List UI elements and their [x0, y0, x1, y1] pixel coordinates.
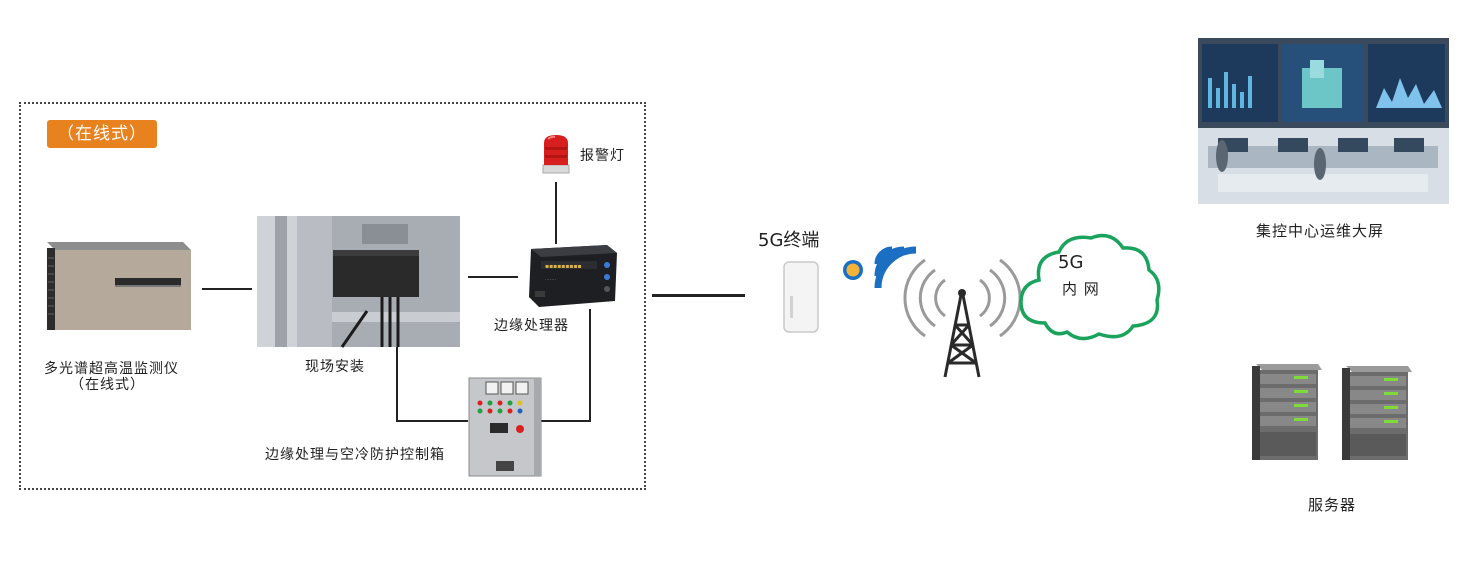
connector-line: [652, 294, 745, 297]
edge-processor-image: ▪▪▪▪▪▪▪▪▪ ·······: [529, 245, 617, 307]
monitor-label: 多光谱超高温监测仪: [44, 361, 179, 377]
installation-photo: [257, 216, 460, 348]
server-label: 服务器: [1308, 496, 1357, 514]
5g-router-icon: [783, 261, 819, 333]
monitor-label-sub: （在线式）: [70, 377, 145, 393]
server-icon: [1252, 364, 1322, 460]
control-box-image: [468, 377, 542, 477]
svg-text:▪▪▪▪▪▪▪▪▪: ▪▪▪▪▪▪▪▪▪: [545, 263, 582, 270]
connector-line: [396, 420, 468, 422]
online-system-boundary: [19, 102, 646, 490]
edge-processor-label: 边缘处理器: [494, 318, 569, 334]
control-center-label: 集控中心运维大屏: [1256, 222, 1385, 240]
connector-line: [589, 309, 591, 422]
control-center-screen-image: [1198, 38, 1449, 204]
online-badge: （在线式）: [47, 120, 157, 148]
cloud-label: 5G: [1058, 252, 1084, 273]
5g-terminal-label: 5G终端: [758, 230, 820, 251]
connector-line: [468, 276, 518, 278]
connector-line: [202, 288, 252, 290]
connector-line: [396, 347, 398, 421]
radio-tower-icon: [903, 258, 1022, 378]
svg-text:·······: ·······: [545, 277, 557, 283]
connector-line: [541, 420, 591, 422]
control-box-label: 边缘处理与空冷防护控制箱: [265, 447, 445, 463]
server-icon: [1342, 366, 1412, 460]
5g-cloud-icon: [1019, 233, 1161, 341]
alarm-label: 报警灯: [580, 148, 625, 164]
multispectral-monitor-image: [47, 242, 191, 330]
cloud-label-sub: 内 网: [1062, 280, 1100, 298]
alarm-light-icon: [542, 135, 570, 174]
connector-line: [555, 182, 557, 244]
wifi-signal-icon: [843, 246, 917, 289]
installation-label: 现场安装: [305, 359, 365, 375]
